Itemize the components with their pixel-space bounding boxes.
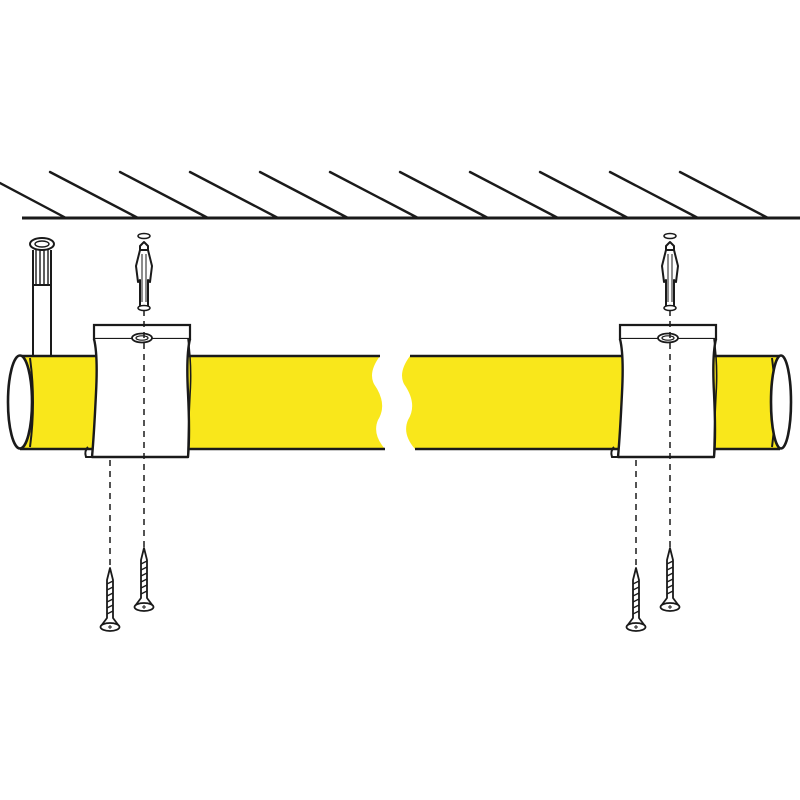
tube-end-cap-left <box>6 354 34 450</box>
guide-lines-left <box>109 310 145 566</box>
led-tube-left-section <box>6 354 385 451</box>
mounting-clip-right <box>610 323 718 459</box>
screw-left-a <box>99 567 121 632</box>
wall-anchor-left <box>135 232 153 312</box>
power-cable <box>29 237 55 358</box>
screw-right-a <box>625 567 647 632</box>
led-tube-right-section <box>402 354 793 451</box>
tube-end-cap-right <box>769 354 793 450</box>
ceiling <box>0 170 800 220</box>
mounting-point-left <box>84 232 192 632</box>
mounting-clip-left <box>84 323 192 459</box>
wall-anchor-right <box>661 232 679 312</box>
screw-right-b <box>659 547 681 612</box>
ceiling-hatching <box>0 170 770 220</box>
screw-left-b <box>133 547 155 612</box>
guide-lines-right <box>635 310 671 566</box>
mounting-point-right <box>610 232 718 632</box>
